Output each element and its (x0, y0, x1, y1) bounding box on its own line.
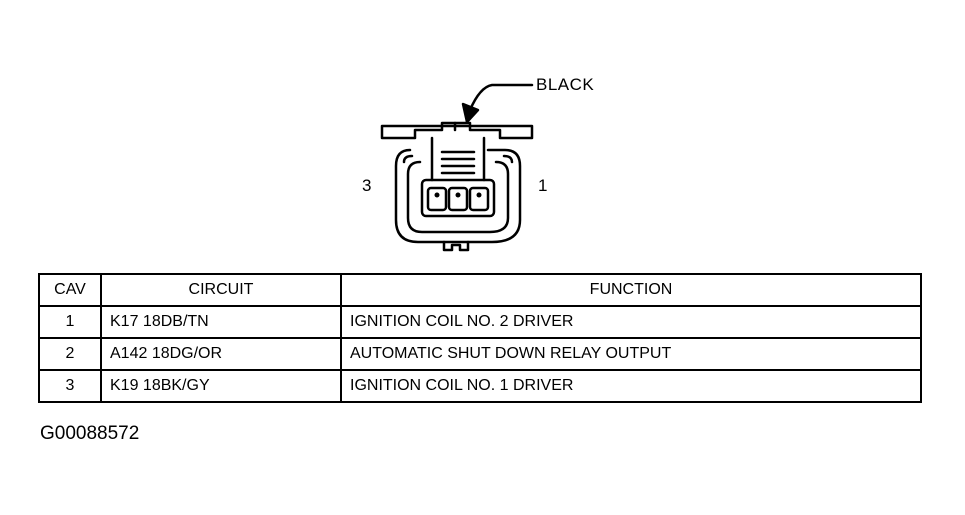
connector-diagram (380, 83, 534, 252)
header-circuit: CIRCUIT (100, 273, 342, 307)
cavity-3 (426, 186, 448, 212)
table-header-row: CAV CIRCUIT FUNCTION (38, 273, 922, 307)
cell-function: IGNITION COIL NO. 1 DRIVER (340, 369, 922, 403)
color-callout-arrow (468, 83, 534, 112)
cavity-1 (468, 186, 490, 212)
table-row: 3 K19 18BK/GY IGNITION COIL NO. 1 DRIVER (38, 369, 922, 403)
table-row: 1 K17 18DB/TN IGNITION COIL NO. 2 DRIVER (38, 305, 922, 339)
header-cav: CAV (38, 273, 102, 307)
connector-color-label: BLACK (536, 75, 595, 94)
cell-cav: 2 (38, 337, 102, 371)
pin-3-label: 3 (362, 176, 372, 195)
color-callout-arrowhead (461, 102, 480, 124)
connector-inner-housing (406, 160, 510, 234)
terminal-block (420, 178, 496, 218)
cavity-2 (447, 186, 469, 212)
cell-circuit: K17 18DB/TN (100, 305, 342, 339)
cell-circuit: K19 18BK/GY (100, 369, 342, 403)
connector-housing (394, 148, 522, 244)
cell-cav: 1 (38, 305, 102, 339)
cell-function: AUTOMATIC SHUT DOWN RELAY OUTPUT (340, 337, 922, 371)
header-function: FUNCTION (340, 273, 922, 307)
connector-latch (380, 121, 534, 140)
table-row: 2 A142 18DG/OR AUTOMATIC SHUT DOWN RELAY… (38, 337, 922, 371)
cell-cav: 3 (38, 369, 102, 403)
cell-function: IGNITION COIL NO. 2 DRIVER (340, 305, 922, 339)
figure-id: G00088572 (40, 423, 140, 444)
connector-key (442, 240, 470, 252)
pinout-table: CAV CIRCUIT FUNCTION 1 K17 18DB/TN IGNIT… (38, 273, 922, 403)
pin-1-label: 1 (538, 176, 548, 195)
cell-circuit: A142 18DG/OR (100, 337, 342, 371)
